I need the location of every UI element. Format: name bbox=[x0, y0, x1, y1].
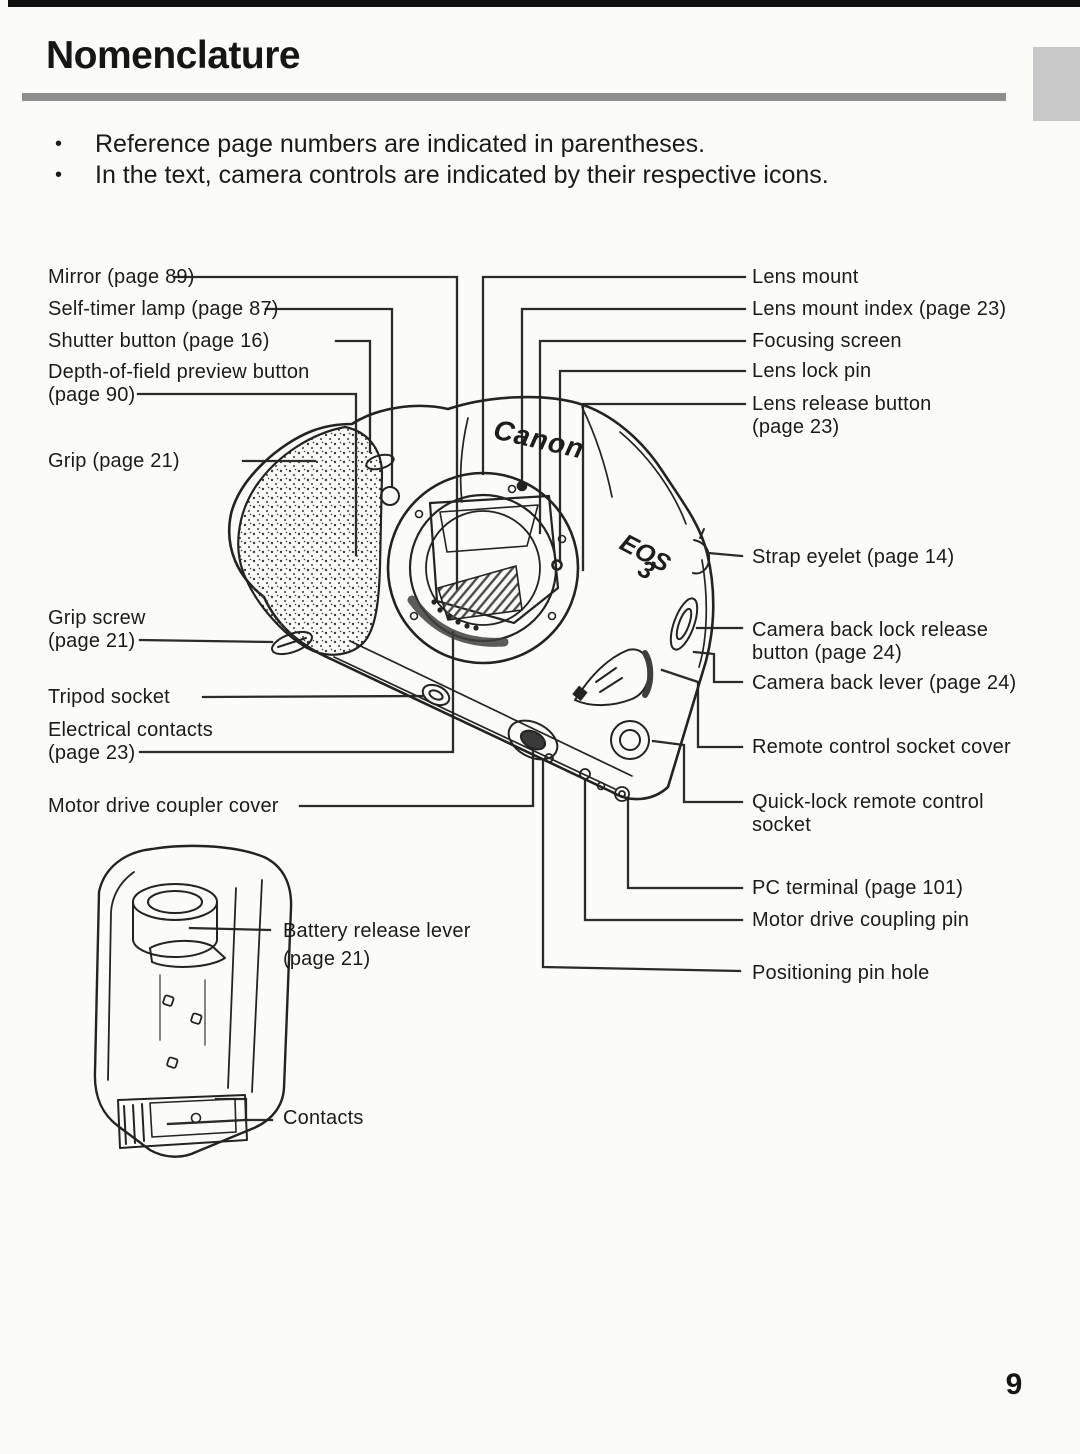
page-top-bar bbox=[8, 0, 1080, 7]
pc-terminal-drawing bbox=[614, 786, 630, 802]
motor-drive-coupler-cover-drawing bbox=[507, 719, 559, 761]
grip-screw-drawing bbox=[271, 630, 313, 656]
note-text: In the text, camera controls are indicat… bbox=[95, 161, 829, 189]
mirror-box-drawing bbox=[428, 494, 560, 625]
leader-lens-lock-pin bbox=[558, 369, 747, 564]
motor-drive-coupling-pin-drawing bbox=[579, 768, 591, 780]
label-self-timer-lamp: Self-timer lamp (page 87) bbox=[48, 298, 279, 320]
electrical-contacts-drawing bbox=[431, 599, 479, 631]
battery-holes bbox=[162, 994, 203, 1069]
lens-mount-drawing bbox=[386, 471, 580, 665]
leader-lens-release-button bbox=[581, 402, 747, 572]
label-remote-control-socket-cover: Remote control socket cover bbox=[752, 736, 1011, 758]
page-number: 9 bbox=[1005, 1368, 1023, 1401]
leader-battery-release-lever bbox=[188, 926, 272, 932]
label-motor-drive-coupling-pin: Motor drive coupling pin bbox=[752, 909, 970, 931]
leader-positioning-pin-hole bbox=[541, 758, 742, 973]
positioning-pin-hole-drawing bbox=[544, 753, 554, 763]
label-lens-lock-pin: Lens lock pin bbox=[752, 360, 872, 382]
mirror-drawing bbox=[437, 565, 523, 621]
leader-strap-eyelet bbox=[706, 551, 744, 558]
lens-mount-index-dot bbox=[516, 480, 528, 492]
focusing-screen-drawing bbox=[439, 504, 539, 553]
camera-body-drawing: Canon EOS 3 bbox=[227, 395, 715, 802]
leader-motor-drive-coupling-pin bbox=[583, 778, 744, 922]
self-timer-lamp-drawing bbox=[380, 486, 400, 506]
battery-contact-fins bbox=[123, 1103, 145, 1145]
mount-screws bbox=[409, 484, 567, 621]
leader-pc-terminal bbox=[626, 798, 744, 890]
leader-lens-mount-index bbox=[520, 307, 747, 486]
label-lens-release-button: Lens release button(page 23) bbox=[752, 393, 932, 438]
note-line: • Reference page numbers are indicated in… bbox=[55, 130, 705, 159]
leader-lens-mount bbox=[481, 275, 747, 476]
canon-logo-text: Canon bbox=[491, 414, 588, 465]
bullet-icon: • bbox=[55, 164, 63, 186]
eos-model-text: EOS bbox=[615, 529, 675, 579]
leader-tripod-socket bbox=[201, 694, 425, 699]
battery-outline bbox=[93, 844, 293, 1158]
label-electrical-contacts: Electrical contacts(page 23) bbox=[48, 719, 213, 764]
tripod-socket-drawing bbox=[421, 683, 451, 707]
chapter-edge-tab bbox=[1033, 47, 1080, 121]
leader-camera-back-lever bbox=[692, 650, 744, 684]
leader-remote-control-socket-cover bbox=[660, 668, 744, 749]
shutter-button-drawing bbox=[365, 453, 395, 471]
label-motor-drive-coupler-cover: Motor drive coupler cover bbox=[48, 795, 279, 817]
leader-quick-lock-socket bbox=[651, 739, 744, 804]
battery-release-lever-drawing bbox=[149, 939, 226, 968]
camera-outline bbox=[227, 395, 715, 801]
sync-square bbox=[572, 685, 588, 702]
leader-mirror bbox=[172, 275, 459, 592]
label-battery-release-lever: Battery release lever(page 21) bbox=[283, 920, 471, 970]
leader-motor-drive-coupler-cover bbox=[298, 748, 535, 808]
note-text: Reference page numbers are indicated in … bbox=[95, 130, 706, 158]
title-rule bbox=[22, 93, 1006, 101]
label-mirror: Mirror (page 89) bbox=[48, 266, 195, 288]
leader-contacts bbox=[214, 1097, 274, 1122]
page-title: Nomenclature bbox=[46, 34, 301, 77]
label-tripod-socket: Tripod socket bbox=[48, 686, 170, 708]
quick-lock-socket-drawing bbox=[610, 720, 650, 760]
eos-model-number-text: 3 bbox=[633, 555, 659, 586]
label-grip-screw: Grip screw(page 21) bbox=[48, 607, 146, 652]
label-depth-of-field-preview-button: Depth-of-field preview button(page 90) bbox=[48, 361, 310, 406]
camera-back-lever-drawing bbox=[574, 648, 654, 707]
lens-lock-pin-dot bbox=[551, 559, 563, 571]
leader-contacts-2 bbox=[166, 1118, 248, 1126]
leader-grip-screw bbox=[138, 638, 274, 644]
leader-shutter-button bbox=[334, 339, 372, 454]
battery-chamber-drawing bbox=[132, 883, 219, 959]
label-strap-eyelet: Strap eyelet (page 14) bbox=[752, 546, 955, 568]
label-shutter-button: Shutter button (page 16) bbox=[48, 330, 270, 352]
label-focusing-screen: Focusing screen bbox=[752, 330, 902, 352]
label-lens-mount-index: Lens mount index (page 23) bbox=[752, 298, 1007, 320]
strap-eyelet-drawing bbox=[692, 528, 711, 575]
label-grip: Grip (page 21) bbox=[48, 450, 180, 472]
label-positioning-pin-hole: Positioning pin hole bbox=[752, 962, 930, 984]
label-camera-back-lever: Camera back lever (page 24) bbox=[752, 672, 1017, 694]
battery-pack-drawing bbox=[93, 844, 293, 1158]
battery-foot-drawing bbox=[117, 1094, 248, 1149]
camera-back-lock-release-drawing bbox=[669, 597, 699, 651]
label-pc-terminal: PC terminal (page 101) bbox=[752, 877, 964, 899]
leader-depth-of-field bbox=[136, 392, 358, 557]
label-battery-contacts: Contacts bbox=[283, 1107, 364, 1129]
leader-focusing-screen bbox=[538, 339, 747, 535]
grip-drawing bbox=[237, 425, 384, 656]
label-lens-mount: Lens mount bbox=[752, 266, 859, 288]
note-line: • In the text, camera controls are indica… bbox=[55, 161, 829, 190]
bullet-icon: • bbox=[55, 133, 63, 155]
